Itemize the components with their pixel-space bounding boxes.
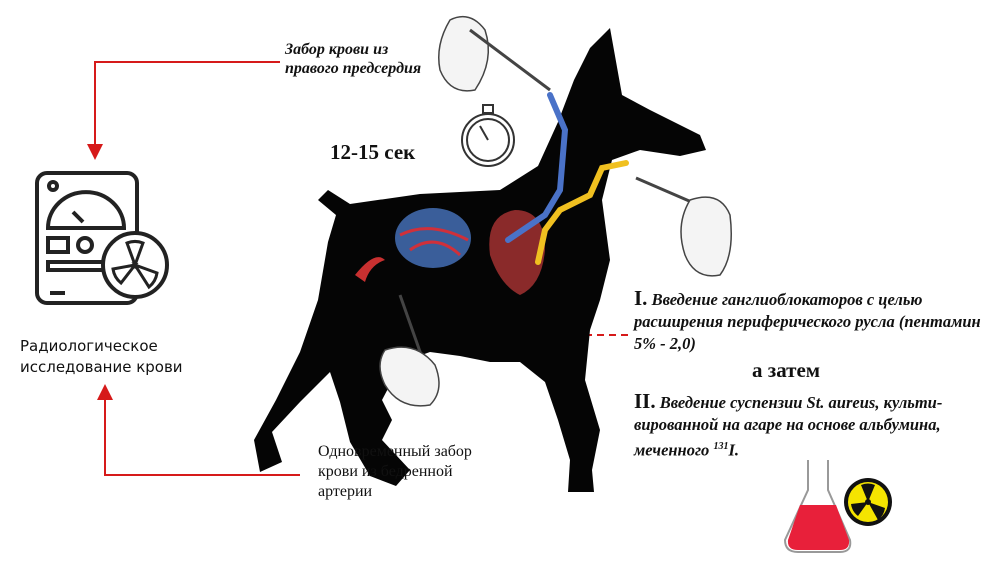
- step-2-number: II.: [634, 389, 656, 413]
- flask-icon: [783, 460, 852, 553]
- syringe-hand-right: [635, 176, 732, 277]
- isotope-mass: 131: [713, 441, 729, 452]
- arrow-atrium-to-radiology: [87, 61, 280, 160]
- yellow-catheter: [535, 160, 629, 265]
- syringe-hand-top: [438, 15, 551, 92]
- dog-silhouette: [254, 28, 706, 492]
- stopwatch-icon: [461, 104, 515, 167]
- time-label: 12-15 сек: [330, 140, 416, 164]
- step-2: II. Введение суспензии St. aureus, культ…: [634, 390, 994, 462]
- artery-illustration: [355, 257, 385, 282]
- step-2-text: Введение суспензии St. aureus, культи-ви…: [634, 393, 943, 460]
- step-1-text: Введение ганглиоблокаторов с целью расши…: [634, 290, 981, 353]
- atrium-sample-label: Забор крови из правого предсердия: [285, 41, 422, 77]
- arrow-femoral-to-radiology: [97, 384, 300, 476]
- isotope-symbol: I.: [728, 440, 739, 460]
- step-1: I. Введение ганглиоблокаторов с целью ра…: [634, 287, 984, 355]
- then-label: а затем: [752, 358, 821, 382]
- radiometer-icon: [35, 171, 169, 305]
- radiation-icon: [844, 478, 892, 526]
- step-1-number: I.: [634, 286, 648, 310]
- vessels-detail: [399, 227, 469, 257]
- syringe-hand-bottom: [379, 294, 440, 407]
- vessels-illustration: [395, 208, 471, 268]
- blue-catheter: [505, 92, 569, 243]
- femoral-sample-label: Одновременный забор крови из бедренной а…: [318, 443, 472, 500]
- heart-illustration: [489, 210, 545, 295]
- radiology-label: Радиологическое исследование крови: [20, 337, 183, 376]
